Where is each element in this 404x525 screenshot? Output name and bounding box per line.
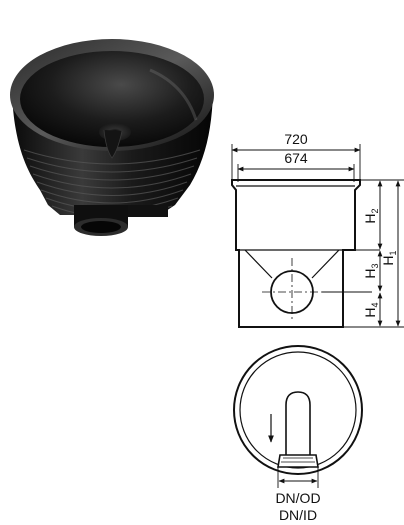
- h2-label: H2: [362, 208, 380, 223]
- outlet-spigot: [74, 205, 168, 236]
- h3-label: H3: [362, 263, 380, 278]
- wall-ribs: [23, 149, 201, 218]
- svg-text:H2: H2: [362, 208, 380, 223]
- h1-label: H1: [380, 250, 398, 265]
- inner-width-label: 674: [284, 150, 308, 166]
- top-view-drawing: [233, 345, 363, 488]
- outlet-channel: [285, 391, 311, 455]
- svg-text:H4: H4: [362, 302, 380, 317]
- svg-text:H1: H1: [380, 250, 398, 265]
- chamber-bowl: [20, 51, 204, 147]
- top-view-inner-circle: [239, 351, 357, 469]
- dn-od-label: DN/OD: [275, 490, 320, 506]
- svg-text:H3: H3: [362, 263, 380, 278]
- dn-id-label: DN/ID: [279, 507, 317, 523]
- side-view-drawing: [231, 144, 404, 328]
- product-photo: [10, 39, 214, 236]
- side-view-outline: [231, 179, 361, 328]
- outer-width-label: 720: [284, 131, 308, 147]
- top-view-outer-circle: [233, 345, 363, 475]
- h4-label: H4: [362, 302, 380, 317]
